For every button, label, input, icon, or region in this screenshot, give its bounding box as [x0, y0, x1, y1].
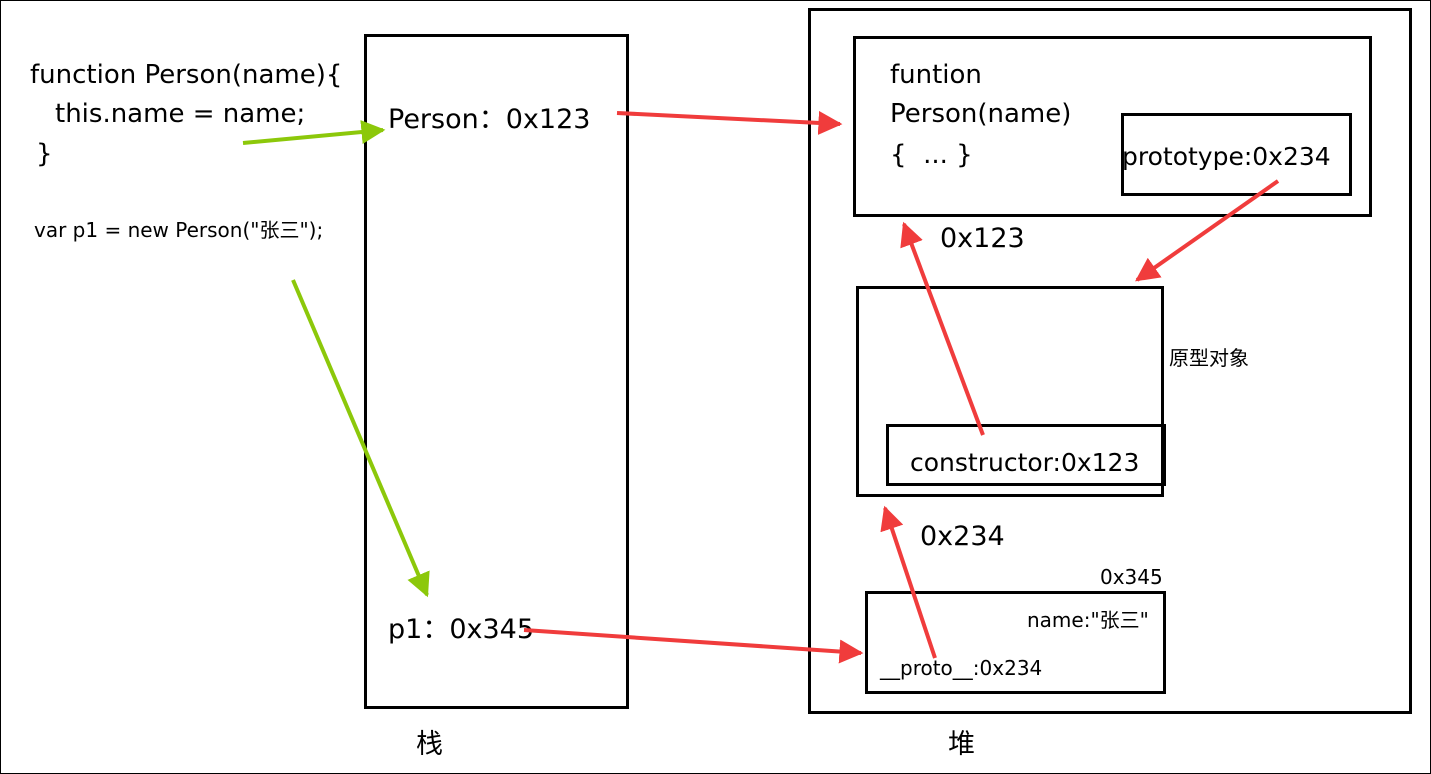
stack-label: 栈 — [416, 729, 443, 760]
arrow-person-entry-to-function-object — [616, 110, 843, 135]
instance-name-field: name:"张三" — [1027, 608, 1149, 632]
code-line-closing-brace: } — [36, 139, 53, 169]
instance-object-address: 0x345 — [1100, 565, 1163, 589]
constructor-field-box — [886, 424, 1166, 486]
stack-entry-p1: p1：0x345 — [388, 614, 535, 645]
code-line-assignment: this.name = name; — [55, 99, 306, 129]
instance-proto-field: __proto__:0x234 — [880, 656, 1043, 680]
prototype-object-address: 0x234 — [920, 521, 1005, 552]
heap-label: 堆 — [948, 729, 975, 760]
arrow-proto-to-prototype-object — [880, 505, 937, 659]
code-line-function-signature: function Person(name){ — [30, 60, 343, 90]
prototype-object-box — [856, 286, 1164, 497]
prototype-field-box — [1121, 113, 1352, 196]
arrow-constructor-to-function-object — [900, 221, 985, 436]
function-object-line2: Person(name) — [890, 99, 1072, 129]
arrow-code-to-person-entry — [242, 120, 386, 145]
arrow-prototype-to-prototype-object — [1135, 179, 1280, 282]
stack-entry-person: Person：0x123 — [388, 104, 591, 135]
prototype-field: prototype:0x234 — [1122, 142, 1331, 171]
instance-object-box — [865, 591, 1166, 694]
heap-box — [808, 8, 1412, 714]
arrow-code-to-p1-entry — [291, 279, 430, 598]
function-object-box — [853, 36, 1372, 217]
function-object-line1: funtion — [890, 60, 982, 90]
prototype-object-label: 原型对象 — [1169, 346, 1249, 370]
constructor-field: constructor:0x123 — [910, 448, 1140, 477]
function-object-line3: { ... } — [890, 140, 973, 170]
stack-box — [364, 34, 629, 709]
function-object-address: 0x123 — [940, 223, 1025, 254]
code-line-instantiation: var p1 = new Person("张三"); — [34, 218, 324, 242]
arrow-p1-entry-to-instance-object — [523, 628, 864, 664]
